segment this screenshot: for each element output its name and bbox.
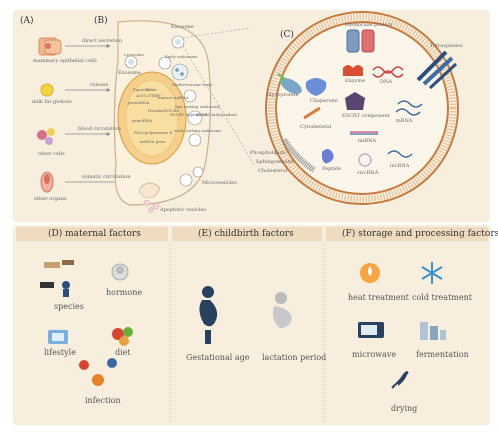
label-rna-polymerase: RNA polymerase II (134, 130, 173, 135)
pregnant-silhouette-icon (199, 286, 218, 344)
cold-treatment-icon (421, 262, 443, 284)
header-bar-maternal (16, 227, 168, 241)
label-lifestyle: lifestyle (44, 348, 76, 357)
label-mrna: mRNA (396, 118, 413, 124)
cytoskeletal-icon (303, 106, 321, 120)
panel-d-title: (D) maternal factors (48, 229, 141, 239)
header-bar-childbirth (172, 227, 322, 241)
enzyme-icon (343, 65, 363, 76)
label-fermentation: fermentation (416, 350, 469, 359)
label-enzyme: Enzyme (345, 78, 366, 84)
cell-diagram (113, 20, 212, 213)
bottom-panel-background (13, 225, 490, 425)
label-peptide: Peptide (322, 166, 342, 172)
label-cholesterol: Cholesterol (258, 168, 288, 174)
diet-food-icon (112, 327, 133, 346)
milk-fat-globule-icon (40, 83, 54, 97)
label-species: species (54, 302, 84, 311)
label-mirna-gene: miRNA gene (140, 139, 166, 144)
label-sphingomyelin: Sphingomyelin (256, 159, 294, 165)
label-early-sorting: early sorting endosome (174, 128, 222, 133)
panel-a-letter: (A) (20, 16, 34, 26)
mrna-icon (395, 100, 423, 116)
microwave-icon (358, 322, 384, 338)
chaperone-icon (305, 78, 327, 96)
label-mature-mirna: mature miRNA (158, 95, 189, 100)
arrow-label-blood-circulation: blood circulation (78, 126, 121, 132)
label-lysosome: Lysosome (124, 52, 144, 57)
tetraspanin-icon (416, 50, 458, 90)
label-other-cells: other cells (38, 151, 65, 157)
label-multivesicular-body: Multivesicular body (172, 82, 213, 87)
label-ago: AGO2/TRBP (136, 93, 161, 98)
label-hormone: hormone (106, 288, 143, 297)
label-apoptotic-vesicles: Apoptotic vesicles (160, 207, 206, 213)
hormone-person-icon (111, 263, 129, 281)
label-chaperone: Chaperone (310, 98, 338, 104)
arrow-label-direct-secretion: direct secretion (82, 38, 123, 44)
label-other-organs: other organs (34, 196, 67, 202)
label-heat-treatment: heat treatment (348, 293, 409, 302)
label-escrt-component: ESCRT component (342, 113, 390, 119)
dna-icon (372, 66, 404, 78)
panel-c-letter: (C) (280, 30, 294, 40)
panel-b-letter: (B) (94, 16, 108, 26)
species-animals-icon (40, 260, 74, 297)
label-late-sorting: late sorting endosome (175, 104, 221, 109)
label-dna: DNA (380, 79, 392, 85)
label-exportin: Exportin5 (133, 87, 154, 92)
arrow-label-release: release (90, 82, 109, 88)
header-bar-storage (326, 227, 488, 241)
infection-virus-icon (79, 358, 117, 386)
label-microvesicles: Microvesicles (202, 180, 237, 186)
glycoprotein-icon (277, 73, 302, 94)
label-circrna: circRNA (357, 170, 379, 176)
organs-icon (40, 171, 54, 193)
lncrna-icon (387, 150, 413, 158)
label-phospholipids: Phospholipids (250, 150, 286, 156)
label-exosome-left: Exosome (118, 70, 141, 76)
label-early-endosome: Early endosome (165, 54, 198, 59)
label-infection: infection (85, 396, 121, 405)
label-lncrna: lncRNA (390, 163, 410, 169)
label-microwave: microwave (352, 350, 397, 359)
label-escrt-dependent: ESCRT dependent (170, 112, 208, 117)
label-mirna: miRNA (358, 138, 377, 144)
panel-e-title: (E) childbirth factors (198, 229, 294, 239)
peptide-icon (322, 149, 334, 164)
mirna-icon (350, 131, 378, 135)
circrna-icon (358, 153, 372, 167)
label-primirna: primiRNA (132, 118, 153, 123)
label-gestational-age: Gestational age (186, 353, 250, 362)
membrane-protein-icon (346, 29, 375, 53)
lipid-bilayer-icon (281, 138, 316, 173)
label-premirna: premiRNA (128, 100, 150, 105)
label-membrane-protein: Membrane protein (345, 22, 393, 28)
label-lactation-period: lactation period (262, 353, 327, 362)
mammary-cells-icon (38, 37, 62, 56)
panel-f-title: (F) storage and processing factors (342, 229, 498, 239)
label-cytoskeletal: Cytoskeletal (300, 124, 332, 130)
lifestyle-icon (48, 330, 68, 344)
label-escrt-independent: ESCRT independent (196, 112, 237, 117)
label-tetraspanins: Tetraspanins (430, 43, 463, 49)
label-diet: diet (115, 348, 131, 357)
breastfeeding-icon (272, 292, 292, 328)
label-glycoprotein: Glycoprotein (266, 92, 299, 98)
label-milk-fat-globule: milk fat globule (32, 99, 72, 105)
label-drying: drying (391, 404, 418, 413)
label-drosha: Drosha/DGCR8 (148, 108, 179, 113)
label-cold-treatment: cold treatment (412, 293, 472, 302)
label-dicer: Dicer (146, 87, 158, 92)
escrt-icon (345, 92, 365, 110)
label-exosome-top: Exosome (171, 24, 194, 30)
drying-icon (391, 371, 409, 389)
arrow-label-somatic-circulation: somatic circulation (82, 174, 131, 180)
label-mammary-epithelial-cells: mammary epithelial cells (33, 58, 97, 64)
other-cells-icon (37, 128, 55, 145)
heat-treatment-icon (360, 263, 380, 283)
fermentation-icon (420, 322, 446, 340)
